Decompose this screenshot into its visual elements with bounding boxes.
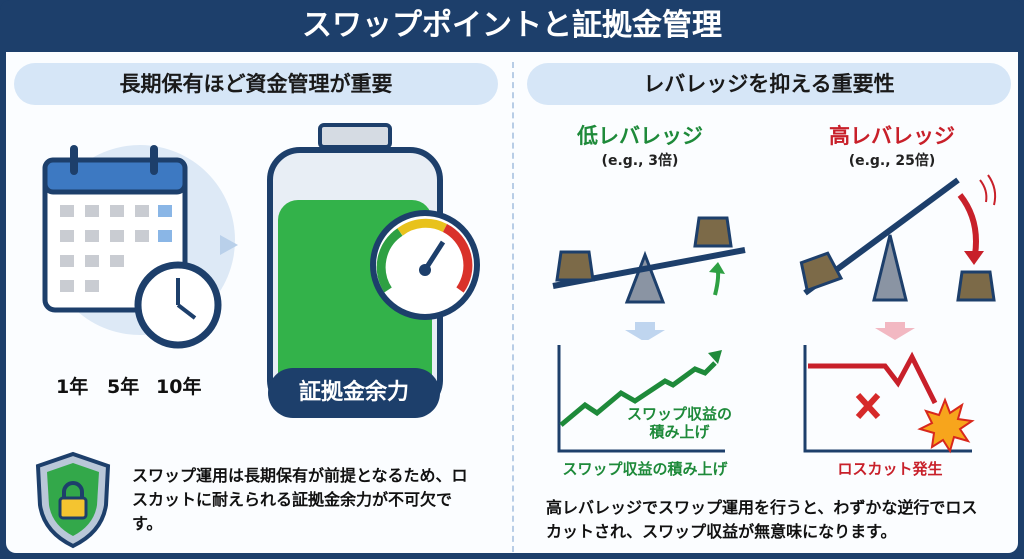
- high-leverage-seesaw: [799, 174, 997, 340]
- page-title: スワップポイントと証拠金管理: [302, 8, 722, 43]
- year-label-5: 5年: [107, 376, 140, 398]
- left-note: スワップ運用は長期保有が前提となるため、ロスカットに耐えられる証拠金余力が不可欠…: [132, 466, 468, 533]
- loss-line: [808, 351, 938, 405]
- chart-axes: [557, 345, 725, 453]
- year-label-1: 1年: [56, 376, 89, 398]
- down-arrow-icon: [875, 322, 915, 340]
- cross-icon: [855, 392, 881, 420]
- high-leverage-example: (e.g., 25倍): [848, 153, 936, 169]
- weight-icon: [956, 270, 996, 302]
- clock-icon: [134, 261, 222, 349]
- low-chart-caption: スワップ収益の積み上げ: [562, 460, 728, 478]
- low-leverage-seesaw: [552, 216, 746, 340]
- high-leverage-title: 高レバレッジ: [829, 124, 955, 148]
- divider: [512, 62, 514, 552]
- cycle-arrow-icon: [220, 235, 238, 255]
- calendar-clock-illustration: [42, 145, 238, 349]
- low-leverage-example: (e.g., 3倍): [601, 153, 679, 169]
- year-label-10: 10年: [156, 376, 202, 398]
- right-note: 高レバレッジでスワップ運用を行うと、わずかな逆行でロスカットされ、スワップ収益が…: [546, 498, 978, 541]
- gauge-icon: [370, 210, 480, 320]
- down-arrow-icon: [625, 322, 665, 340]
- low-leverage-title: 低レバレッジ: [577, 124, 703, 148]
- shield-lock-icon: [35, 451, 111, 549]
- weight-icon: [555, 250, 595, 282]
- loss-cut-chart: [803, 345, 975, 454]
- swap-growth-chart: [557, 345, 725, 453]
- high-chart-caption: ロスカット発生: [837, 460, 943, 478]
- chart-axes: [803, 345, 972, 453]
- weight-icon: [693, 216, 733, 248]
- fall-arrow-icon: [957, 193, 979, 256]
- margin-jar-illustration: [267, 123, 480, 413]
- right-section-header: レバレッジを抑える重要性: [527, 63, 1011, 105]
- left-section-header: 長期保有ほど資金管理が重要: [14, 63, 498, 105]
- weight-icon: [799, 251, 844, 293]
- growth-chart-label: スワップ収益の積み上げ: [626, 405, 732, 441]
- explosion-icon: [917, 397, 975, 454]
- margin-buffer-label: 証拠金余力: [268, 368, 440, 418]
- growth-line: [559, 361, 717, 427]
